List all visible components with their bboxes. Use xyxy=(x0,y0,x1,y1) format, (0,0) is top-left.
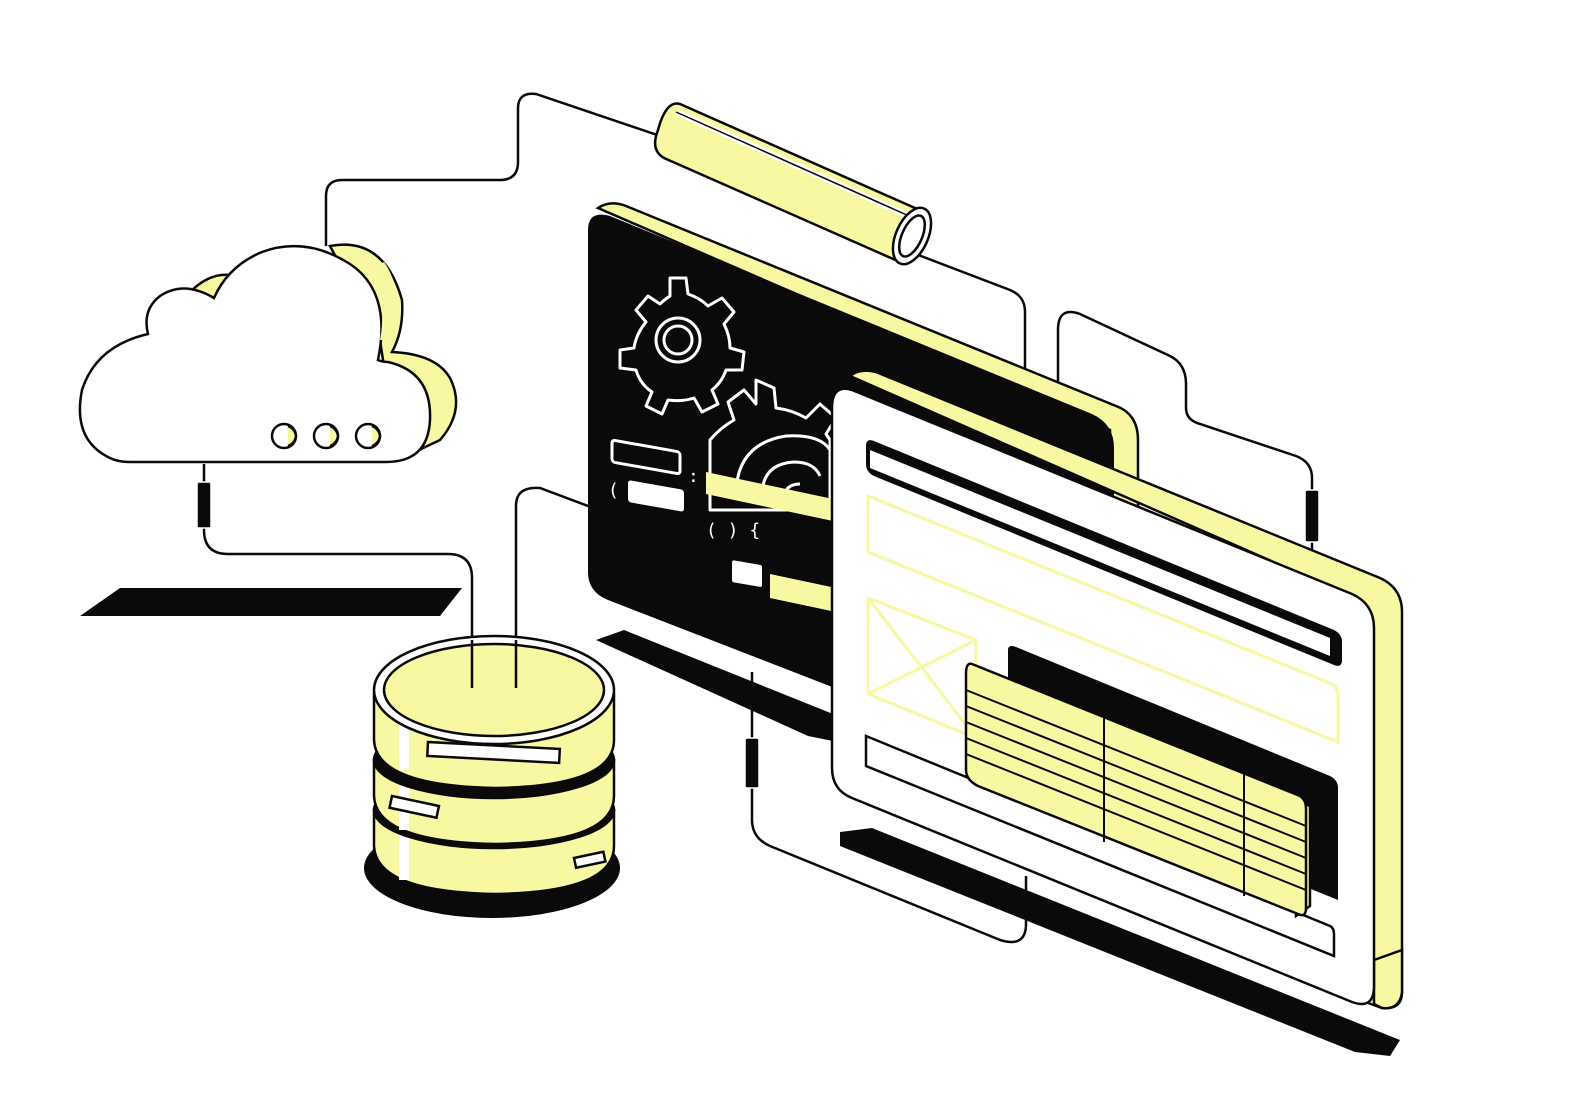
plug-bottom xyxy=(744,737,760,789)
wire-cloud-to-database xyxy=(202,464,474,688)
table-grid xyxy=(965,689,1307,896)
pipe-end-inner xyxy=(897,214,927,258)
plug-dashboard-right xyxy=(1304,489,1320,543)
table-row-line xyxy=(965,689,1307,827)
wire-plugs xyxy=(196,481,1320,789)
code-panel-shadow xyxy=(596,630,838,742)
cloud-shadow xyxy=(80,588,462,616)
db-slot-3 xyxy=(572,850,607,870)
pipe-edge xyxy=(675,111,919,221)
dashboard-panel xyxy=(830,369,1404,1010)
table-icon xyxy=(964,662,1312,919)
table-row-line xyxy=(965,753,1307,891)
pipe-body xyxy=(653,102,926,264)
code-token-box-1 xyxy=(610,438,682,476)
table-row-line xyxy=(965,721,1307,859)
wire-pipe-to-dashboard xyxy=(899,246,1027,378)
table-row-line xyxy=(965,705,1307,843)
code-paren-token: ( xyxy=(608,480,619,501)
plug-cloud xyxy=(196,481,212,529)
wire-bottom-loop xyxy=(750,672,1028,944)
db-top-fill xyxy=(382,642,606,738)
code-yellow-bar-2 xyxy=(770,574,836,613)
wire-cloud-to-pipe xyxy=(324,92,673,246)
large-gear-icon xyxy=(708,378,838,512)
code-lines: ( : ( ) { xyxy=(608,438,836,613)
code-token-box-2 xyxy=(628,480,684,512)
table-row-line xyxy=(965,737,1307,875)
code-token-box-3 xyxy=(732,560,762,587)
cloud-front xyxy=(78,244,432,464)
dashboard-content-block xyxy=(866,493,1340,745)
code-call-token: ( ) { xyxy=(706,520,760,541)
database-icon xyxy=(372,634,616,896)
code-yellow-bar-1 xyxy=(706,472,836,522)
cloud-icon xyxy=(78,243,458,464)
cloud-highlight xyxy=(366,262,399,340)
pipe-icon xyxy=(653,102,933,266)
db-slot-1 xyxy=(425,740,562,765)
dashboard-edge-bottom xyxy=(1372,948,1404,1010)
dashboard-footer-bar xyxy=(864,734,1336,958)
dashboard-header-inner xyxy=(870,450,1330,656)
gear-icon xyxy=(618,276,746,416)
code-colon-token: : xyxy=(688,466,699,487)
dashboard-shadow xyxy=(840,828,1400,1056)
db-slot-2 xyxy=(388,794,441,820)
cloud-status-dots xyxy=(270,422,382,450)
wire-dashboard-right xyxy=(1056,310,1314,552)
database-wire-ends xyxy=(470,640,518,688)
code-panel-edge xyxy=(595,202,1140,522)
